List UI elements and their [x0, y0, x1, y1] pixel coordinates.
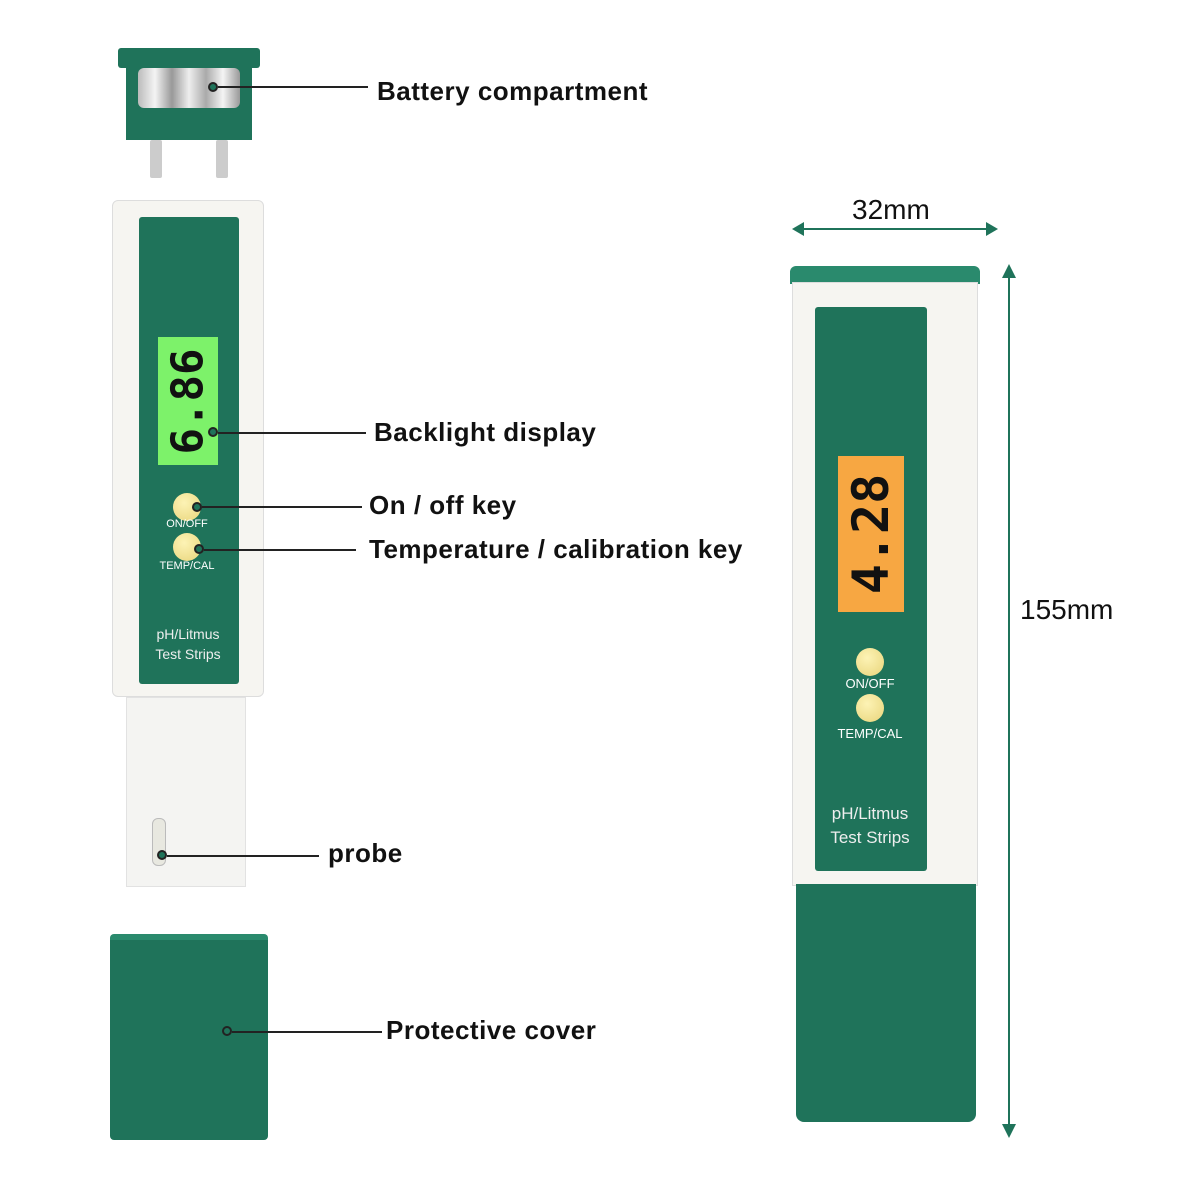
lcd-display-right: 4.28 [838, 456, 904, 612]
lcd-display-left: 6.86 [158, 337, 218, 465]
height-arrow [1008, 272, 1010, 1132]
width-arrow [796, 228, 996, 230]
protective-cover [110, 934, 268, 1140]
battery-contact [150, 140, 162, 178]
onoff-key-right[interactable] [856, 648, 884, 676]
cover-label: Protective cover [386, 1015, 597, 1045]
tempcal-label: Temperature / calibration key [369, 534, 743, 564]
width-dimension: 32mm [852, 194, 930, 225]
meter-cap-right [790, 266, 980, 284]
battery-holder [126, 62, 252, 140]
battery-contact [216, 140, 228, 178]
protective-cover-right [796, 884, 976, 1122]
probe [126, 697, 246, 887]
battery-label: Battery compartment [377, 76, 649, 106]
tempcal-key-right[interactable] [856, 694, 884, 722]
onoff-label: On / off key [369, 490, 517, 520]
height-dimension: 155mm [1020, 594, 1114, 625]
display-label: Backlight display [374, 417, 597, 447]
probe-label: probe [328, 838, 403, 868]
